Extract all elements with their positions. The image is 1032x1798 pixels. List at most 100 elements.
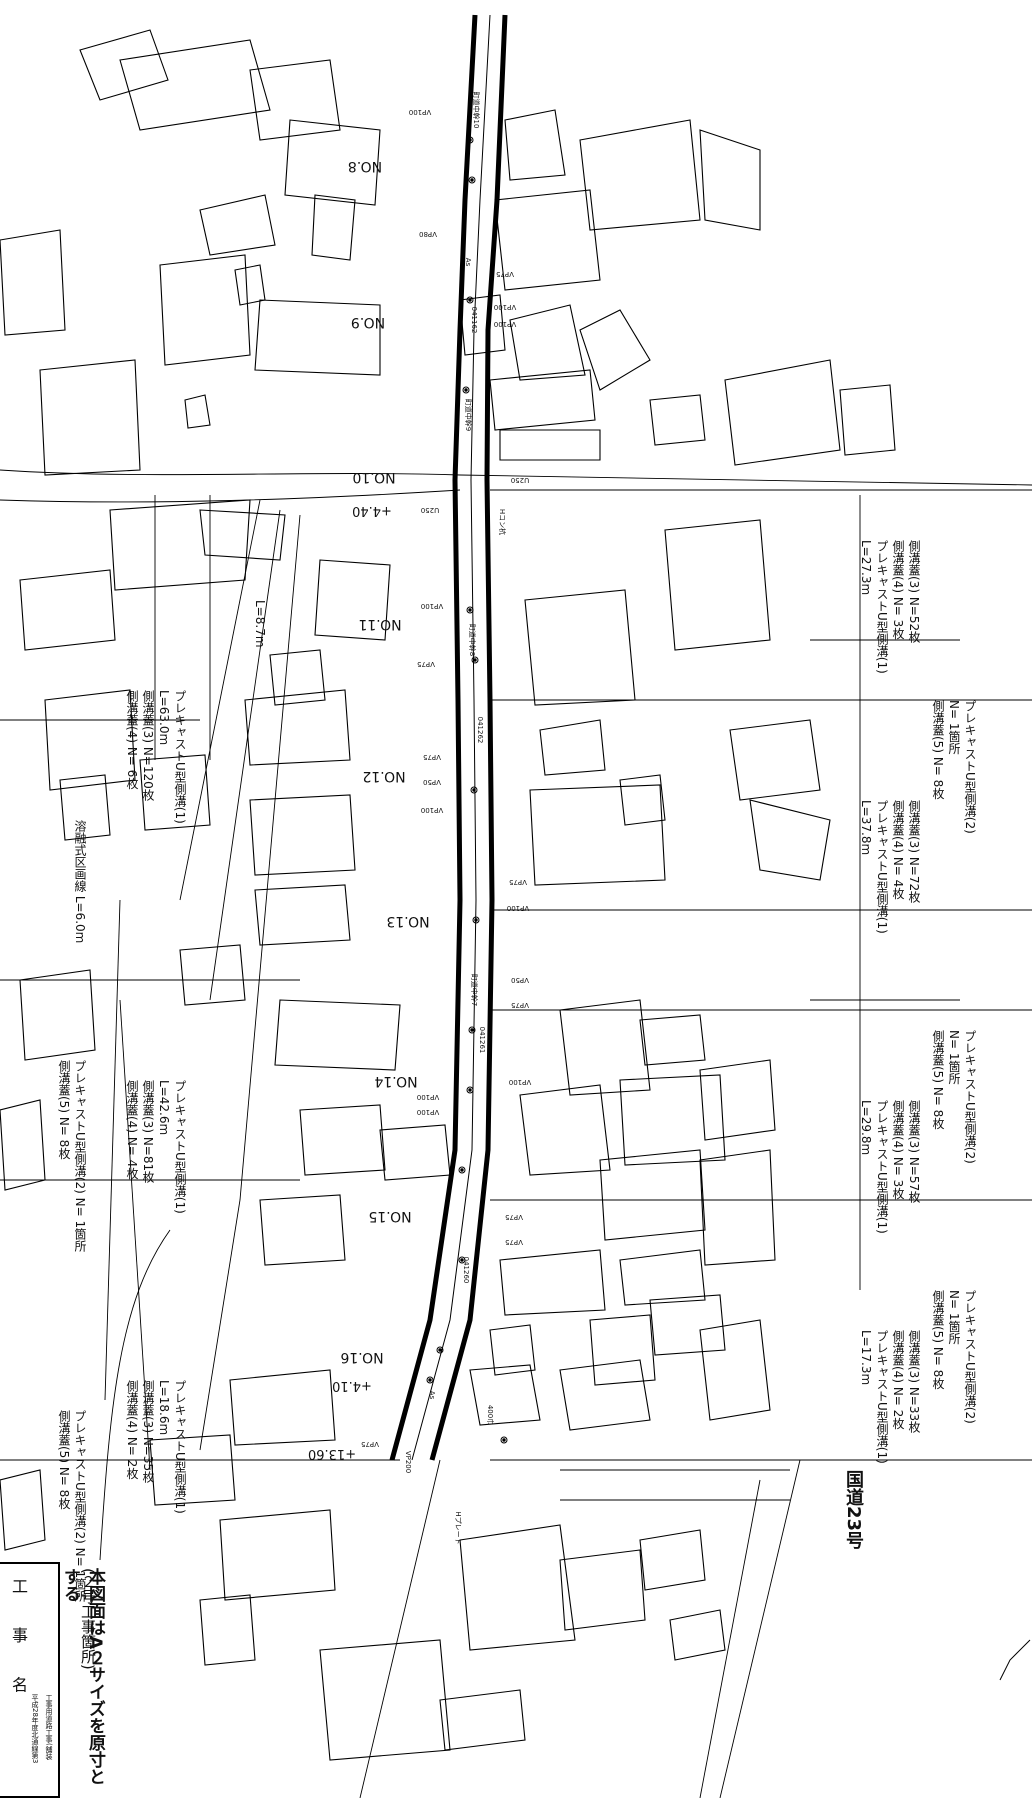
small-label: 町道中幹10 [472,92,481,129]
station-label: NO.11 [358,616,401,632]
station-label: NO.9 [351,314,385,330]
building-outlines [0,29,896,1761]
small-label: VP100 [509,1078,531,1086]
small-label: 041162 [470,307,478,334]
ditch-annotation-left: プレキャストU型側溝(1) [173,1380,187,1514]
small-label: 町道中幹7 [470,974,479,1006]
ditch-annotation: L=27.3m [859,540,873,595]
small-label: VP100 [409,108,431,116]
title-block-label: 工 事 名 [9,1578,28,1707]
ditch-annotation-left: 側溝蓋(4) N= 4枚 [125,1080,139,1180]
ditch-annotation: プレキャストU型側溝(2) [963,1290,977,1424]
small-label: VP100 [417,1093,439,1101]
ditch-annotation: プレキャストU型側溝(2) [963,1030,977,1164]
small-label: VP75 [505,1238,523,1246]
title-block-sub: 工事用道路工事(舗装 [45,1694,53,1760]
ditch-annotation: プレキャストU型側溝(1) [875,1100,889,1234]
ditch-annotation-left: 側溝蓋(3) N=81枚 [141,1080,155,1184]
title-block: 工 事 名 平成28年度北通線第3 工事用道路工事(舗装 [0,1562,60,1798]
ditch-annotation: プレキャストU型側溝(1) [875,800,889,934]
survey-marks [426,136,1031,1681]
ditch-annotation-left: 側溝蓋(5) N= 8枚 [57,1410,71,1510]
ditch-annotation-left: 側溝蓋(4) N= 2枚 [125,1380,139,1480]
small-label: VP100 [494,303,516,311]
ditch-annotation: 側溝蓋(5) N= 8枚 [931,1290,945,1390]
station-label: NO.10 [352,469,395,485]
ditch-annotation-left: 溶融式区画線 L=6.0m [73,819,87,944]
ditch-annotation-left: L=42.6m [157,1080,171,1135]
ditch-annotation-left: L=8.7m [253,600,267,648]
offset-label: +13.60 [308,1446,356,1461]
ditch-annotation: プレキャストU型側溝(1) [875,540,889,674]
small-label: Hプレート [454,1511,462,1544]
station-label: NO.16 [340,1349,383,1365]
small-label: VP50 [511,976,529,984]
ditch-annotation: 側溝蓋(3) N=52枚 [907,540,921,644]
ditch-annotation-left: プレキャストU型側溝(2) N= 1箇所 [73,1060,87,1253]
ditch-annotation: L=37.8m [859,800,873,855]
offset-label: +4.10 [332,1378,372,1393]
small-label: VP75 [361,1440,379,1448]
main-road [389,14,508,1461]
small-label: VP200 [404,1451,412,1473]
ditch-annotation: 側溝蓋(5) N= 8枚 [931,700,945,800]
ditch-annotation: 側溝蓋(3) N=33枚 [907,1330,921,1434]
map-labels: NO.8NO.9NO.10NO.11NO.12NO.13NO.14NO.15NO… [57,92,977,1603]
small-label: 041261 [478,1027,486,1054]
small-label: As [428,1391,436,1400]
small-label: 町道中幹8 [468,624,477,656]
ditch-annotation-left: L=63.0m [157,690,171,745]
ditch-annotation: 側溝蓋(3) N=57枚 [907,1100,921,1204]
small-label: 041262 [476,717,484,744]
small-label: VP100 [417,1108,439,1116]
ditch-annotation: 側溝蓋(4) N= 2枚 [891,1330,905,1430]
ditch-annotation-left: プレキャストU型側溝(1) [173,1080,187,1214]
station-label: NO.8 [348,158,382,174]
ditch-annotation: プレキャストU型側溝(2) [963,700,977,834]
note-drawing-scale: 本図面はA２サイズを原寸とする [60,1568,105,1786]
station-label: NO.14 [374,1073,417,1089]
small-label: VP100 [494,320,516,328]
ditch-annotation: 側溝蓋(4) N= 3枚 [891,540,905,640]
ditch-annotation: N= 1箇所 [947,700,961,754]
ditch-annotation: プレキャストU型側溝(1) [875,1330,889,1464]
small-label: Hコン杭 [498,509,507,535]
station-label: NO.12 [362,768,405,784]
ditch-annotation: 側溝蓋(3) N=72枚 [907,800,921,904]
small-label: VP50 [423,778,441,786]
small-label: VP100 [421,806,443,814]
small-label: VP80 [419,230,437,238]
small-label: As [464,258,472,267]
note-construction-site: (２号工事箇所) [79,1568,97,1670]
route-label: 国道23号 [843,1470,864,1550]
small-label: VP75 [505,1213,523,1221]
ditch-annotation-left: 側溝蓋(3) N=120枚 [141,690,155,802]
small-label: 400巾 [486,1405,495,1425]
ditch-annotation: 側溝蓋(4) N= 4枚 [891,800,905,900]
ditch-annotation: N= 1箇所 [947,1030,961,1084]
ditch-annotation-left: プレキャストU型側溝(1) [173,690,187,824]
small-label: VP75 [423,753,441,761]
small-label: U250 [421,506,439,514]
small-label: 041260 [462,1257,470,1284]
ditch-annotation: L=17.3m [859,1330,873,1385]
ditch-annotation-left: プレキャストU型側溝(2) N= 1箇所 [73,1410,87,1603]
title-block-project: 平成28年度北通線第3 [31,1694,39,1764]
small-label: VP75 [511,1001,529,1009]
ditch-annotation: 側溝蓋(4) N= 3枚 [891,1100,905,1200]
small-label: VP75 [496,270,514,278]
ditch-annotation-left: L=18.6m [157,1380,171,1435]
small-label: VP100 [421,602,443,610]
small-label: VP75 [509,878,527,886]
ditch-annotation-left: 側溝蓋(3) N=35枚 [141,1380,155,1484]
small-label: U250 [511,476,529,484]
small-label: VP75 [417,660,435,668]
ditch-annotation: 側溝蓋(5) N= 8枚 [931,1030,945,1130]
small-label: VP100 [507,904,529,912]
ditch-annotation-left: 側溝蓋(4) N= 6枚 [125,690,139,790]
small-label: 町道中幹9 [464,399,473,431]
station-label: NO.15 [368,1208,411,1224]
ditch-annotation-left: 側溝蓋(5) N= 8枚 [57,1060,71,1160]
station-label: NO.13 [386,913,429,929]
